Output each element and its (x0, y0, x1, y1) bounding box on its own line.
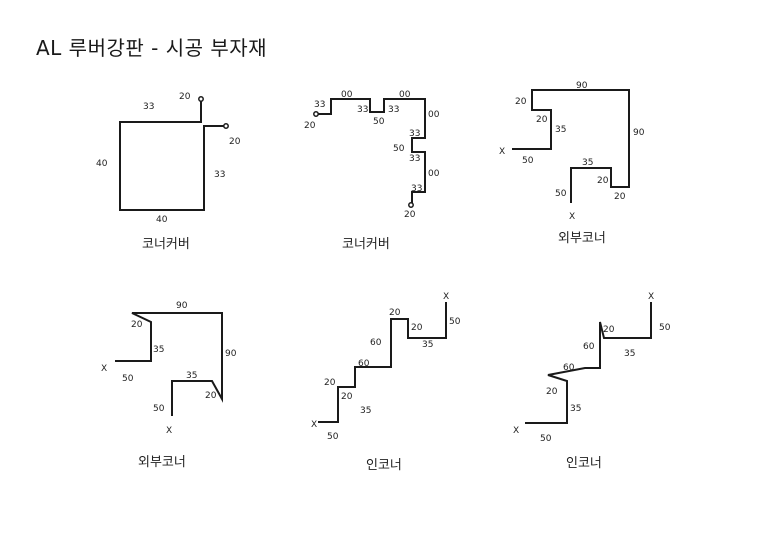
panel-caption: 코너커버 (142, 237, 190, 252)
dim-label: 00 (428, 169, 440, 179)
profile-line (512, 89, 630, 203)
dim-label: 33 (143, 102, 154, 112)
dim-label: 00 (341, 90, 353, 100)
dim-label: 33 (314, 100, 325, 110)
dim-label: 50 (449, 317, 461, 327)
dim-label: 20 (597, 176, 609, 186)
end-hook-icon (408, 202, 414, 208)
dim-label: 35 (153, 345, 164, 355)
panel-caption: 코너커버 (342, 237, 390, 252)
dim-label: 00 (399, 90, 411, 100)
dim-label: 33 (409, 129, 420, 139)
profile-line (119, 100, 226, 211)
panel-caption: 인코너 (366, 458, 402, 473)
dim-label: 20 (389, 308, 401, 318)
dim-label: 20 (229, 137, 241, 147)
dim-label: 33 (388, 105, 399, 115)
dim-label: 20 (341, 392, 353, 402)
dim-label: 35 (186, 371, 197, 381)
dim-label: 40 (156, 215, 168, 225)
end-hook-icon (313, 111, 319, 117)
dim-label: 50 (393, 144, 405, 154)
dim-label: X (569, 212, 575, 222)
dim-label: 35 (570, 404, 581, 414)
dim-label: 35 (624, 349, 635, 359)
dim-label: 90 (225, 349, 237, 359)
panel-outer-corner-1: 90 20 20 35 90 X 50 35 20 50 20 X 외부코너 (499, 81, 645, 246)
panel-corner-cover-2: 00 00 33 33 33 20 50 00 50 33 33 00 33 2… (304, 90, 440, 252)
dim-label: X (101, 364, 107, 374)
dim-label: 33 (409, 154, 420, 164)
dim-label: X (443, 292, 449, 302)
profile-line (318, 302, 447, 423)
dim-label: 40 (96, 159, 108, 169)
dim-label: 00 (428, 110, 440, 120)
dim-label: X (166, 426, 172, 436)
dim-label: 50 (540, 434, 552, 444)
dim-label: 35 (555, 125, 566, 135)
dim-label: 60 (358, 359, 370, 369)
dim-label: 50 (153, 404, 165, 414)
dim-label: 33 (357, 105, 368, 115)
panel-corner-cover-1: 20 33 20 40 33 40 코너커버 (96, 92, 241, 252)
dim-label: 20 (411, 323, 423, 333)
dim-label: 20 (614, 192, 626, 202)
dim-label: 20 (404, 210, 416, 220)
panel-caption: 인코너 (566, 456, 602, 471)
panel-caption: 외부코너 (138, 455, 186, 470)
dim-label: 50 (327, 432, 339, 442)
panel-inner-corner-2: X 20 50 60 35 60 20 35 X 50 인코너 (513, 292, 671, 471)
dim-label: 20 (205, 391, 217, 401)
profile-line (115, 312, 223, 416)
dim-label: 20 (536, 115, 548, 125)
dim-label: 20 (324, 378, 336, 388)
dim-label: X (499, 147, 505, 157)
dim-label: 20 (515, 97, 527, 107)
dim-label: 90 (176, 301, 188, 311)
panel-outer-corner-2: 90 20 35 90 X 50 35 20 50 X 외부코너 (101, 301, 237, 470)
end-hook-icon (223, 123, 229, 129)
dim-label: X (311, 420, 317, 430)
dim-label: 50 (522, 156, 534, 166)
page-title: AL 루버강판 - 시공 부자재 (36, 36, 268, 60)
dim-label: 20 (131, 320, 143, 330)
dim-label: 33 (411, 184, 422, 194)
dim-label: 50 (555, 189, 567, 199)
dim-label: X (513, 426, 519, 436)
dim-label: 60 (563, 363, 575, 373)
dim-label: 20 (304, 121, 316, 131)
dim-label: 60 (370, 338, 382, 348)
dim-label: 20 (546, 387, 558, 397)
dim-label: 60 (583, 342, 595, 352)
dim-label: 50 (122, 374, 134, 384)
dim-label: X (648, 292, 654, 302)
profile-line (525, 302, 652, 424)
panel-inner-corner-1: X 20 50 20 60 35 60 20 20 35 X 50 인코너 (311, 292, 461, 473)
end-hook-icon (198, 96, 204, 102)
dim-label: 35 (360, 406, 371, 416)
dim-label: 50 (659, 323, 671, 333)
dim-label: 90 (576, 81, 588, 91)
profile-line (316, 98, 426, 206)
dim-label: 50 (373, 117, 385, 127)
dim-label: 33 (214, 170, 225, 180)
dim-label: 20 (603, 325, 615, 335)
dim-label: 20 (179, 92, 191, 102)
dim-label: 35 (422, 340, 433, 350)
panel-caption: 외부코너 (558, 231, 606, 246)
dim-label: 35 (582, 158, 593, 168)
dim-label: 90 (633, 128, 645, 138)
